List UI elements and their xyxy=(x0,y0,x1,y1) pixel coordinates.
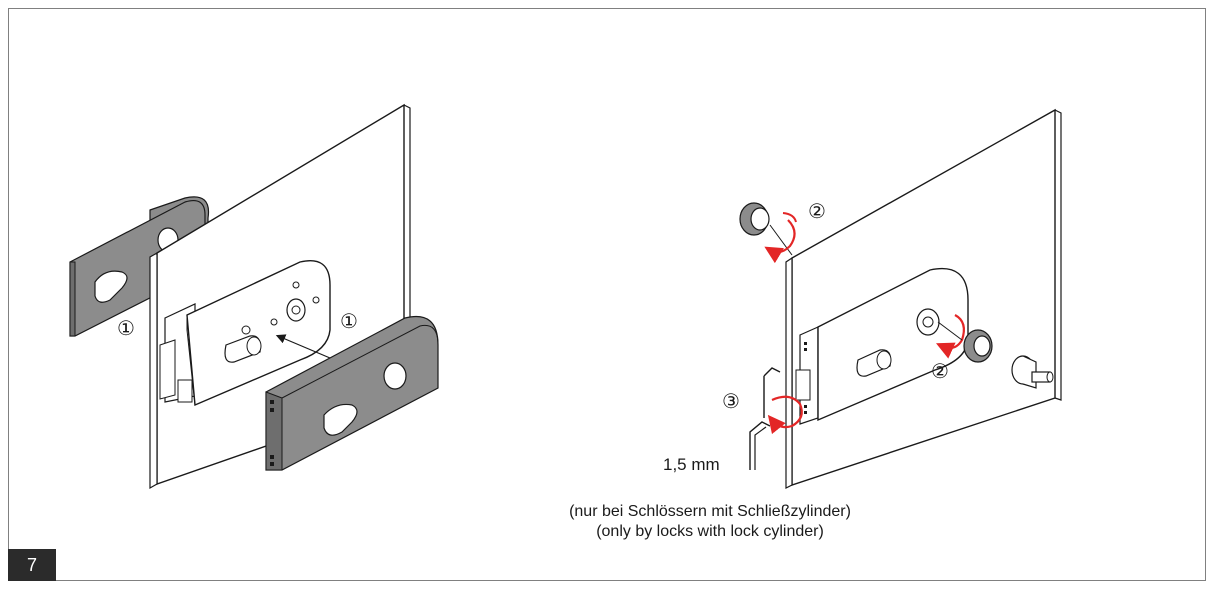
cylinder-cam xyxy=(1011,355,1054,389)
top-rosette-nut xyxy=(739,202,797,264)
callout-right-2: ② xyxy=(931,361,949,383)
right-rosette-nut xyxy=(936,314,993,363)
left-insertion-arrow xyxy=(275,334,331,359)
caption-german: (nur bei Schlössern mit Schließzylinder) xyxy=(569,503,851,520)
dimension-label: 1,5 mm xyxy=(663,455,720,474)
caption-english: (only by locks with lock cylinder) xyxy=(596,523,824,540)
page-frame xyxy=(8,8,1206,581)
callout-left-1: ① xyxy=(117,318,135,340)
right-lock-body xyxy=(795,268,969,425)
callout-tool-3: ③ xyxy=(722,391,740,413)
left-back-cover-plate xyxy=(69,196,210,337)
left-front-cover-plate xyxy=(265,316,439,471)
caption-block: (nur bei Schlössern mit Schließzylinder)… xyxy=(430,502,990,542)
step-number-badge: 7 xyxy=(8,549,56,581)
left-assembly: ① ① xyxy=(69,103,439,490)
right-assembly: ② ② ③ 1,5 mm xyxy=(663,108,1062,489)
left-lock-body xyxy=(159,260,331,407)
allen-key-tool xyxy=(749,367,803,470)
callout-right-1: ① xyxy=(340,311,358,333)
callout-top-2: ② xyxy=(808,201,826,223)
